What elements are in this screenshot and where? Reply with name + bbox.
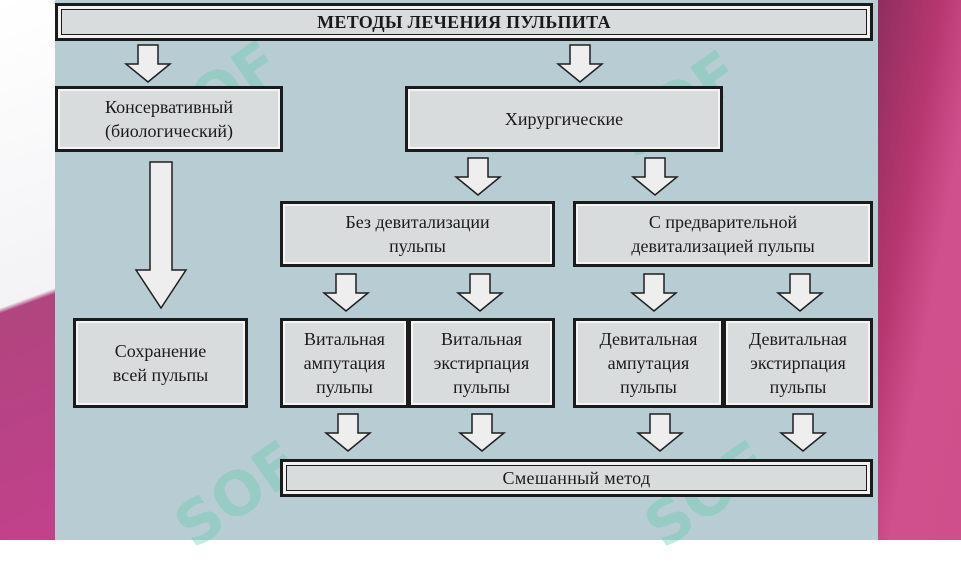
node-vital-extirpation: Витальная экстирпация пульпы [408, 318, 555, 408]
arrow-down [555, 44, 605, 83]
left-decoration [0, 0, 55, 540]
arrow-down [635, 413, 685, 452]
node-surgical: Хирургические [405, 86, 723, 152]
node-preservation: Сохранение всей пульпы [73, 318, 248, 408]
arrow-down [323, 413, 373, 452]
arrow-down-long [134, 161, 188, 310]
node-mixed-method: Смешанный метод [280, 459, 873, 497]
diagram-title: МЕТОДЫ ЛЕЧЕНИЯ ПУЛЬПИТА [55, 3, 873, 41]
arrows-layer [123, 44, 828, 452]
node-with-devitalization: С предварительной девитализацией пульпы [573, 201, 873, 267]
node-without-devitalization: Без девитализации пульпы [280, 201, 555, 267]
node-devital-extirpation: Девитальная экстирпация пульпы [723, 318, 873, 408]
arrow-down [630, 157, 680, 196]
node-conservative: Консервативный (биологический) [55, 86, 283, 152]
node-vital-amputation: Витальная ампутация пульпы [280, 318, 409, 408]
arrow-down [455, 273, 505, 312]
arrow-down [123, 44, 173, 83]
arrow-down [453, 157, 503, 196]
right-decoration [878, 0, 961, 540]
node-devital-amputation: Девитальная ампутация пульпы [573, 318, 724, 408]
arrow-down [629, 273, 679, 312]
arrow-down [457, 413, 507, 452]
arrow-down [775, 273, 825, 312]
arrow-down [778, 413, 828, 452]
arrow-down [321, 273, 371, 312]
